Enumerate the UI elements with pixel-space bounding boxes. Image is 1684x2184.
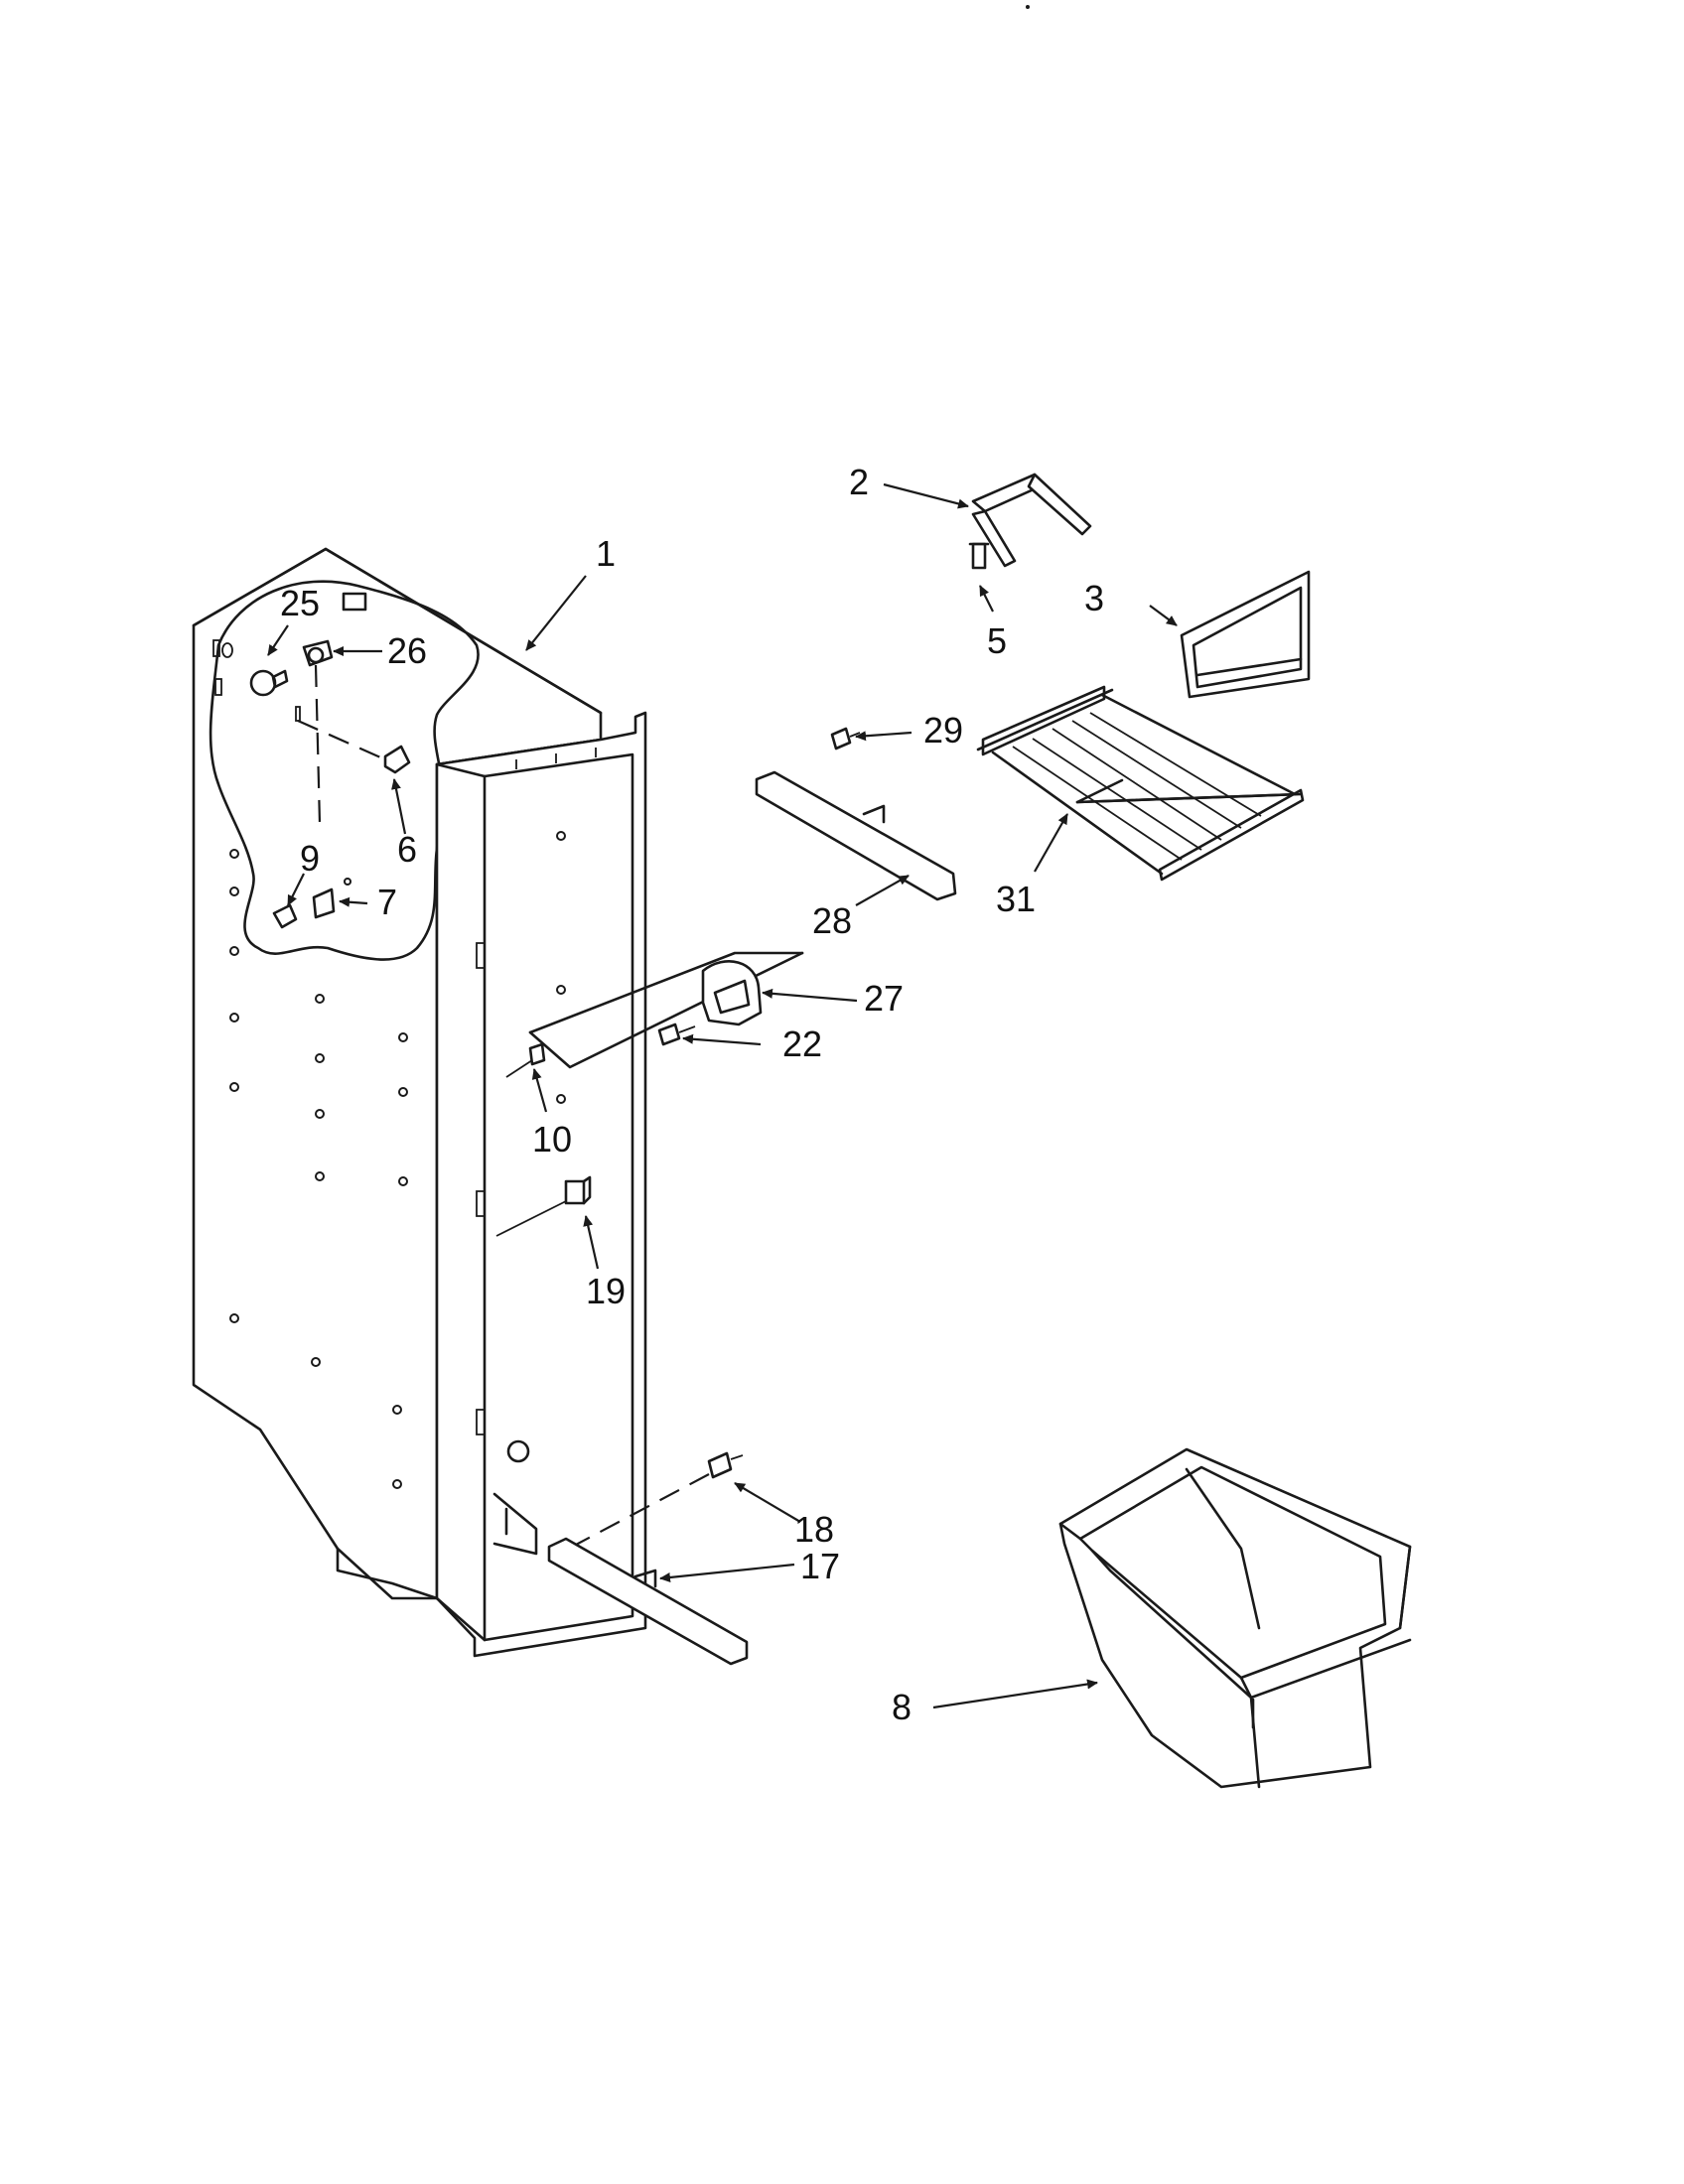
label-part-26: 26 <box>387 630 427 671</box>
stray-dot <box>1026 5 1030 9</box>
wire-shelf-31 <box>976 685 1305 882</box>
label-part-17: 17 <box>800 1546 840 1586</box>
leader-lines <box>267 482 1178 1709</box>
bracket-7 <box>312 878 351 919</box>
label-part-31: 31 <box>996 879 1036 919</box>
part-labels: 1 2 3 5 6 7 8 9 10 17 18 19 22 25 26 27 … <box>280 462 1104 1727</box>
label-part-10: 10 <box>532 1119 572 1160</box>
cabinet-liner <box>192 547 647 1658</box>
label-part-3: 3 <box>1084 578 1104 618</box>
label-part-8: 8 <box>892 1687 912 1727</box>
screw-18 <box>575 1451 744 1546</box>
switch-6 <box>383 745 411 774</box>
screw-22 <box>657 1023 696 1046</box>
label-part-6: 6 <box>397 829 417 870</box>
storage-bin-8 <box>1058 1447 1412 1789</box>
sensor-19 <box>495 1175 592 1237</box>
label-part-2: 2 <box>849 462 869 502</box>
control-housing-27 <box>528 951 804 1069</box>
label-part-25: 25 <box>280 583 320 623</box>
label-part-27: 27 <box>864 978 904 1019</box>
screw-29 <box>830 727 861 751</box>
bracket-2 <box>971 473 1092 568</box>
label-part-9: 9 <box>300 838 320 879</box>
label-part-19: 19 <box>586 1271 626 1311</box>
label-part-29: 29 <box>923 710 963 751</box>
screw-10 <box>505 1042 546 1078</box>
label-part-18: 18 <box>794 1509 834 1550</box>
light-bulb-25 <box>249 669 289 697</box>
label-part-1: 1 <box>596 533 616 574</box>
screw-9 <box>272 903 298 929</box>
panel-3 <box>1180 570 1311 699</box>
label-part-5: 5 <box>987 620 1007 661</box>
side-holes <box>229 831 566 1489</box>
light-socket-26 <box>302 639 334 667</box>
shelf-support-28 <box>755 770 957 901</box>
label-part-7: 7 <box>377 882 397 922</box>
label-part-28: 28 <box>812 900 852 941</box>
screw-5 <box>968 542 990 570</box>
label-part-22: 22 <box>782 1024 822 1064</box>
shelf-support-17 <box>547 1537 749 1666</box>
